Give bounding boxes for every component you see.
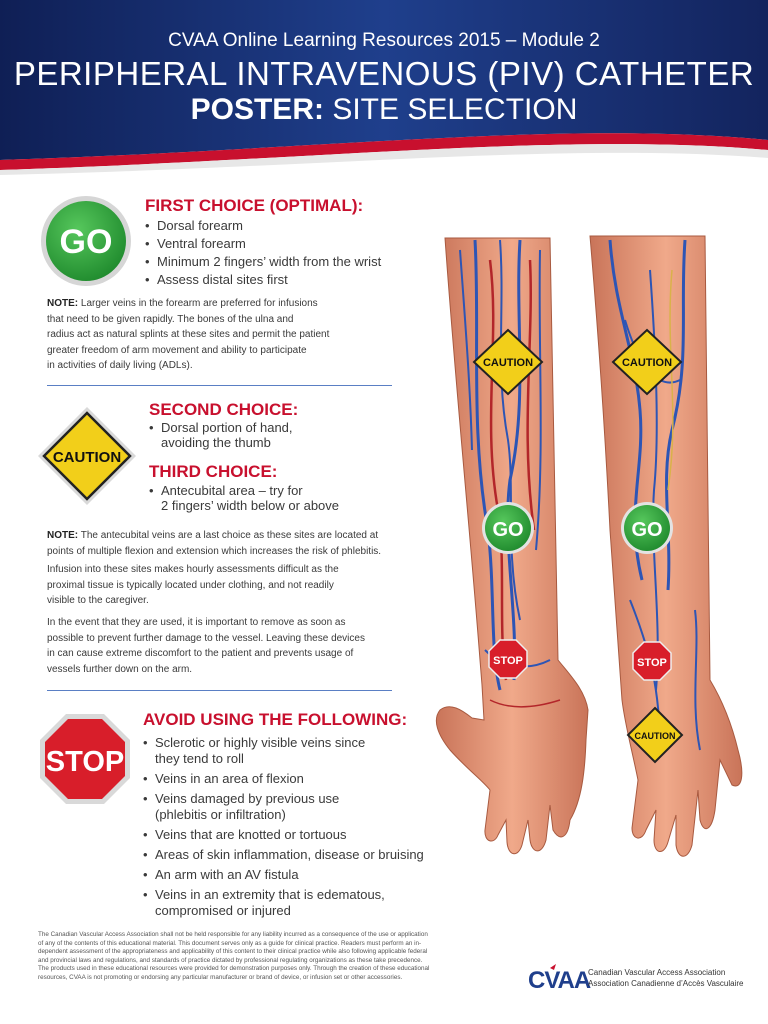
arm-illustrations: CAUTION CAUTION GO GO STOP STOP CAUTION [435, 235, 743, 857]
banner-background [0, 0, 768, 175]
list-item-line: compromised or injured [155, 903, 291, 918]
header-banner: CVAA Online Learning Resources 2015 – Mo… [0, 0, 768, 175]
note-line: proximal tissue is typically located und… [47, 579, 334, 591]
note-label: NOTE: [47, 298, 79, 309]
list-item: Veins that are knotted or tortuous [143, 827, 424, 843]
note-line: in activities of daily living (ADLs). [47, 360, 193, 371]
site-selection-label: SITE SELECTION [323, 93, 578, 126]
list-item: Veins damaged by previous use(phlebitis … [143, 791, 424, 823]
third-choice-title: THIRD CHOICE: [149, 462, 278, 481]
note-line: visible to the caregiver. [47, 595, 149, 606]
list-item: Minimum 2 fingers’ width from the wrist [145, 253, 381, 271]
avoid-list: Sclerotic or highly visible veins sincet… [143, 735, 424, 919]
list-item-line: they tend to roll [155, 751, 244, 766]
cvaa-logo-text: CVAA [528, 967, 591, 994]
go-marker-text: GO [492, 519, 523, 541]
list-item-line: 2 fingers’ width below or above [161, 498, 340, 513]
list-item: Ventral forearm [145, 235, 381, 253]
caution-marker-text: CAUTION [635, 731, 676, 741]
list-item: Dorsal portion of hand,avoiding the thum… [149, 420, 293, 450]
caution-sign-icon: CAUTION [38, 407, 136, 505]
list-item: Sclerotic or highly visible veins sincet… [143, 735, 424, 767]
stop-marker-text: STOP [493, 655, 523, 667]
poster-subtitle: POSTER: SITE SELECTION [0, 93, 768, 127]
caution-sign-text: CAUTION [53, 449, 121, 466]
go-sign-icon: GO [41, 196, 131, 286]
note-line: that need to be given rapidly. The bones… [47, 313, 294, 325]
list-item: An arm with an AV fistula [143, 867, 424, 883]
go-marker-icon: GO [621, 502, 673, 554]
second-choice-list: Dorsal portion of hand,avoiding the thum… [149, 420, 293, 450]
caution-marker-icon: CAUTION [472, 328, 544, 396]
stop-sign-icon: STOP [40, 714, 130, 804]
disclaimer-line: The Canadian Vascular Access Association… [38, 931, 428, 938]
note-line: radius act as natural splints at these s… [47, 329, 330, 340]
first-choice-list: Dorsal forearm Ventral forearm Minimum 2… [145, 217, 381, 289]
note-line: Infusion into these sites makes hourly a… [47, 564, 339, 575]
list-item: Dorsal forearm [145, 217, 381, 235]
note-line: Larger veins in the forearm are preferre… [78, 298, 318, 309]
list-item: Assess distal sites first [145, 271, 381, 289]
stop-sign-text: STOP [46, 746, 124, 778]
cvaa-logo: CVAA [528, 964, 592, 994]
list-item: Areas of skin inflammation, disease or b… [143, 847, 424, 863]
caution-note-1: NOTE: The antecubital veins are a last c… [47, 528, 407, 559]
list-item-line: Antecubital area – try for [161, 483, 303, 498]
caution-marker-text: CAUTION [483, 357, 533, 369]
list-item-line: Sclerotic or highly visible veins since [155, 735, 366, 750]
poster-title: PERIPHERAL INTRAVENOUS (PIV) CATHETER [13, 55, 755, 92]
association-name-fr: Association Canadienne d’Accès Vasculair… [588, 979, 744, 988]
divider [47, 385, 392, 386]
list-item-line: Veins that are knotted or tortuous [155, 827, 347, 842]
list-item-line: avoiding the thumb [161, 435, 271, 450]
second-choice-title: SECOND CHOICE: [149, 400, 299, 419]
note-line: The antecubital veins are a last choice … [78, 530, 379, 541]
list-item-line: Veins in an area of flexion [155, 771, 304, 786]
disclaimer: The Canadian Vascular Access Association… [38, 931, 516, 983]
avoid-title: AVOID USING THE FOLLOWING: [143, 710, 408, 729]
first-choice-note: NOTE: Larger veins in the forearm are pr… [47, 296, 397, 374]
disclaimer-line: The products used in these educational r… [38, 965, 430, 973]
list-item-line: (phlebitis or infiltration) [155, 807, 286, 822]
stop-marker-icon: STOP [632, 641, 672, 681]
list-item-line: Veins damaged by previous use [155, 791, 340, 806]
disclaimer-line: and provincial laws and regulations, and… [38, 956, 423, 964]
note-line: possible to prevent further damage to th… [47, 632, 365, 644]
ventral-arm-illustration [589, 235, 743, 857]
association-name-en: Canadian Vascular Access Association [588, 968, 726, 977]
list-item: Veins in an extremity that is edematous,… [143, 887, 424, 919]
list-item-line: Areas of skin inflammation, disease or b… [155, 847, 424, 862]
list-item-line: An arm with an AV fistula [155, 867, 299, 882]
poster-label: POSTER: [190, 93, 324, 126]
note-line: vessels further down on the arm. [47, 663, 193, 675]
go-marker-icon: GO [482, 502, 534, 554]
stop-marker-text: STOP [637, 657, 667, 669]
module-subtitle: CVAA Online Learning Resources 2015 – Mo… [168, 30, 600, 51]
note-line: points of multiple flexion and extension… [47, 545, 382, 557]
note-label: NOTE: [47, 530, 79, 541]
go-marker-text: GO [631, 519, 662, 541]
divider [47, 690, 392, 691]
list-item-line: Dorsal portion of hand, [161, 420, 293, 435]
stop-marker-icon: STOP [488, 639, 528, 679]
caution-marker-icon: CAUTION [626, 706, 684, 764]
note-line: in can cause extreme discomfort to the p… [47, 648, 354, 659]
note-line: In the event that they are used, it is i… [47, 617, 346, 628]
association-name: Canadian Vascular Access Association Ass… [588, 967, 744, 989]
caution-note-2: Infusion into these sites makes hourly a… [47, 562, 407, 609]
disclaimer-line: of any of the contents of this education… [38, 939, 422, 947]
list-item: Veins in an area of flexion [143, 771, 424, 787]
first-choice-title: FIRST CHOICE (OPTIMAL): [145, 196, 364, 215]
caution-note-3: In the event that they are used, it is i… [47, 615, 407, 677]
go-sign-text: GO [60, 223, 113, 261]
caution-marker-icon: CAUTION [611, 328, 683, 396]
note-line: greater freedom of arm movement and abil… [47, 344, 307, 356]
disclaimer-line: dependent assessment of the appropriaten… [38, 948, 428, 956]
disclaimer-line: resources, CVAA is not promoting or endo… [38, 973, 403, 981]
list-item-line: Veins in an extremity that is edematous, [155, 887, 385, 902]
caution-marker-text: CAUTION [622, 357, 672, 369]
